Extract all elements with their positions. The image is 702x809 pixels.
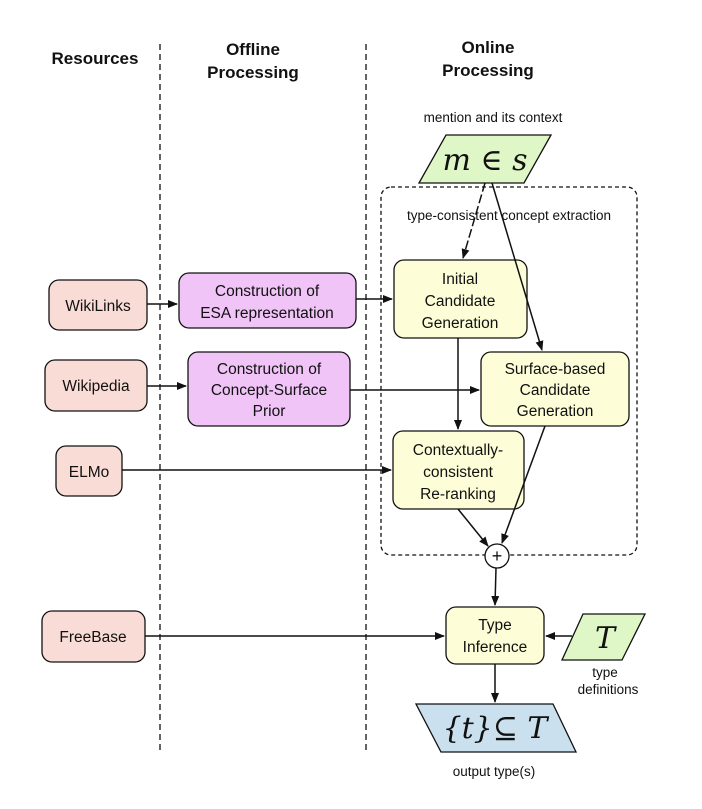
resource-wikilinks-label: WikiLinks (65, 298, 131, 315)
arrow-surface-to-combine (501, 425, 546, 544)
header-offline-line2: Processing (207, 63, 299, 82)
output-math: {t}⊆ T (443, 711, 550, 746)
offline-prior-line1: Construction of (217, 361, 322, 378)
resource-elmo: ELMo (55, 445, 123, 497)
resource-freebase: FreeBase (41, 610, 146, 663)
offline-esa-line2: ESA representation (200, 305, 334, 322)
header-online-line2: Processing (442, 61, 534, 80)
surface-line3: Generation (517, 403, 594, 420)
resource-wikipedia-label: Wikipedia (62, 378, 130, 395)
mention-math: m ∈ s (442, 143, 527, 178)
offline-esa-line1: Construction of (215, 283, 320, 300)
output-caption: output type(s) (453, 764, 536, 779)
rerank-box: Contextually- consistent Re-ranking (392, 430, 525, 510)
arrow-mention-to-initial (461, 182, 486, 259)
type-inference-line1: Type (478, 617, 512, 634)
output-shape (414, 703, 578, 753)
surface-candidate-box: Surface-based Candidate Generation (480, 351, 630, 427)
arrow-rerank-to-combine (457, 508, 489, 547)
header-resources: Resources (52, 49, 139, 68)
offline-prior-box: Construction of Concept-Surface Prior (187, 351, 351, 427)
initial-candidate-box: Initial Candidate Generation (393, 259, 528, 339)
combine-symbol: + (492, 546, 503, 566)
resource-wikilinks: WikiLinks (48, 279, 148, 331)
offline-prior-line2: Concept-Surface (211, 382, 327, 399)
arrow-mention-to-surface (491, 182, 544, 351)
type-inference-box: Type Inference (445, 606, 545, 665)
arrows (122, 182, 572, 703)
offline-prior-line3: Prior (253, 403, 286, 420)
initial-line2: Candidate (425, 293, 496, 310)
mention-input-shape (417, 134, 553, 184)
type-inference-line2: Inference (463, 639, 528, 656)
surface-line1: Surface-based (505, 361, 606, 378)
type-definitions-shape (560, 613, 647, 661)
type-definitions-caption-line1: type (592, 665, 618, 680)
resource-wikipedia: Wikipedia (44, 359, 148, 412)
header-offline-line1: Offline (226, 40, 280, 59)
combine-node: + (484, 543, 510, 569)
resource-elmo-label: ELMo (69, 464, 110, 481)
initial-line3: Generation (422, 315, 499, 332)
type-definitions-math: T (595, 621, 617, 656)
resource-freebase-label: FreeBase (59, 629, 126, 646)
extraction-label: type-consistent concept extraction (407, 208, 611, 223)
initial-line1: Initial (442, 271, 478, 288)
mention-caption: mention and its context (424, 110, 563, 125)
header-online-line1: Online (462, 38, 515, 57)
surface-line2: Candidate (520, 382, 591, 399)
offline-esa-box: Construction of ESA representation (178, 272, 357, 329)
rerank-line2: consistent (423, 464, 493, 481)
rerank-line1: Contextually- (413, 442, 503, 459)
rerank-line3: Re-ranking (420, 486, 496, 503)
type-definitions-caption-line2: definitions (578, 682, 639, 697)
arrow-combine-to-type-inference (491, 567, 500, 606)
